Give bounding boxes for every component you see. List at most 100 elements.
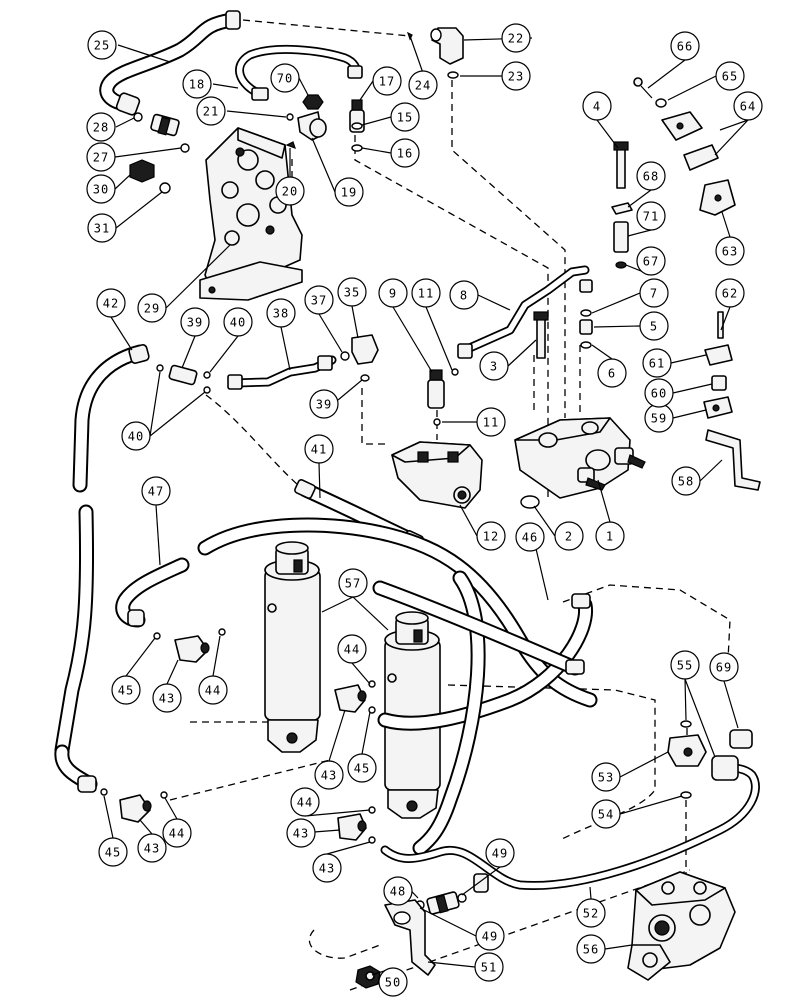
callout-c66: 66: [670, 31, 700, 61]
callout-c6: 6: [597, 358, 627, 388]
callout-circle: [554, 521, 584, 551]
callout-c21: 21: [196, 96, 226, 126]
oring-40a: [203, 371, 211, 379]
oring-20: [285, 141, 296, 150]
callout-number: 45: [105, 846, 121, 860]
callout-c2: 2: [554, 521, 584, 551]
callout-c39a: 39: [180, 307, 210, 337]
valve-housing-29: [199, 127, 303, 301]
oring-44c: [160, 791, 168, 799]
washer-68: [611, 202, 633, 215]
callout-number: 9: [389, 287, 397, 301]
callout-circle: [86, 112, 116, 142]
elbow-43b: [334, 684, 367, 713]
callout-number: 70: [277, 72, 293, 86]
tube-8: [457, 265, 593, 359]
callout-c70: 70: [270, 63, 300, 93]
callout-number: 65: [722, 70, 738, 84]
callout-number: 50: [385, 976, 401, 990]
callout-c23: 23: [501, 61, 531, 91]
callout-circle: [162, 818, 192, 848]
plug-30: [129, 159, 155, 183]
callout-number: 25: [94, 39, 110, 53]
callout-number: 55: [677, 659, 693, 673]
callout-c25: 25: [87, 30, 117, 60]
callout-circle: [152, 683, 182, 713]
oring-23: [447, 71, 459, 79]
callout-number: 49: [492, 847, 508, 861]
callout-c69: 69: [709, 652, 739, 682]
oring-44a: [218, 628, 226, 636]
tee-53: [667, 734, 707, 767]
callout-c8: 8: [449, 280, 479, 310]
callout-number: 69: [716, 661, 732, 675]
callout-circle: [137, 293, 167, 323]
callout-c43e: 43: [312, 853, 342, 883]
callout-number: 44: [297, 796, 313, 810]
callout-number: 6: [608, 367, 616, 381]
callout-number: 40: [230, 316, 246, 330]
callout-c27: 27: [86, 142, 116, 172]
callout-circle: [309, 389, 339, 419]
fitting-48: [426, 891, 460, 915]
callout-c52: 52: [576, 898, 606, 928]
callout-c15: 15: [390, 102, 420, 132]
callout-c41: 41: [304, 434, 334, 464]
cylinder-57-left: [264, 541, 321, 753]
callout-circle: [715, 61, 745, 91]
washer-65: [655, 98, 667, 108]
valve-56: [627, 871, 736, 981]
callout-circle: [670, 650, 700, 680]
callout-c43a: 43: [152, 683, 182, 713]
callout-number: 37: [311, 294, 327, 308]
bolt-3: [533, 311, 549, 359]
callout-number: 53: [598, 771, 614, 785]
hose-42: [72, 344, 150, 493]
callout-c11a: 11: [411, 278, 441, 308]
callout-c39b: 39: [309, 389, 339, 419]
callout-number: 71: [643, 210, 659, 224]
callout-c18: 18: [182, 69, 212, 99]
hose-47-left: [54, 504, 98, 793]
callout-c28: 28: [86, 112, 116, 142]
callout-c67: 67: [636, 246, 666, 276]
callout-circle: [334, 177, 364, 207]
oring-31: [159, 182, 171, 194]
callout-circle: [671, 466, 701, 496]
callout-number: 60: [651, 387, 667, 401]
callout-circle: [591, 799, 621, 829]
spacer-60: [711, 375, 727, 391]
callout-c49b: 49: [475, 921, 505, 951]
oring-11b: [433, 418, 441, 426]
callout-circle: [709, 652, 739, 682]
callout-circle: [337, 277, 367, 307]
oring-15: [351, 122, 363, 130]
callout-c17: 17: [372, 66, 402, 96]
callout-circle: [286, 818, 316, 848]
callout-c44d: 44: [290, 787, 320, 817]
callout-number: 5: [650, 320, 658, 334]
callout-c40a: 40: [223, 307, 253, 337]
callout-circle: [290, 787, 320, 817]
callout-number: 20: [282, 185, 298, 199]
callout-circle: [111, 675, 141, 705]
oring-6: [580, 341, 592, 349]
callout-circle: [576, 898, 606, 928]
callout-c40b: 40: [121, 421, 151, 451]
callout-circle: [475, 921, 505, 951]
callout-circle: [408, 70, 438, 100]
callout-circle: [314, 760, 344, 790]
callout-circle: [715, 236, 745, 266]
oring-44b: [368, 680, 376, 688]
clamp-61: [704, 344, 733, 366]
callout-circle: [121, 421, 151, 451]
oring-7: [580, 309, 592, 317]
callout-c5: 5: [639, 311, 669, 341]
oring-55: [680, 720, 692, 728]
callout-circle: [576, 934, 606, 964]
callout-c54: 54: [591, 799, 621, 829]
callout-c57: 57: [338, 568, 368, 598]
bracket-58: [705, 429, 761, 491]
